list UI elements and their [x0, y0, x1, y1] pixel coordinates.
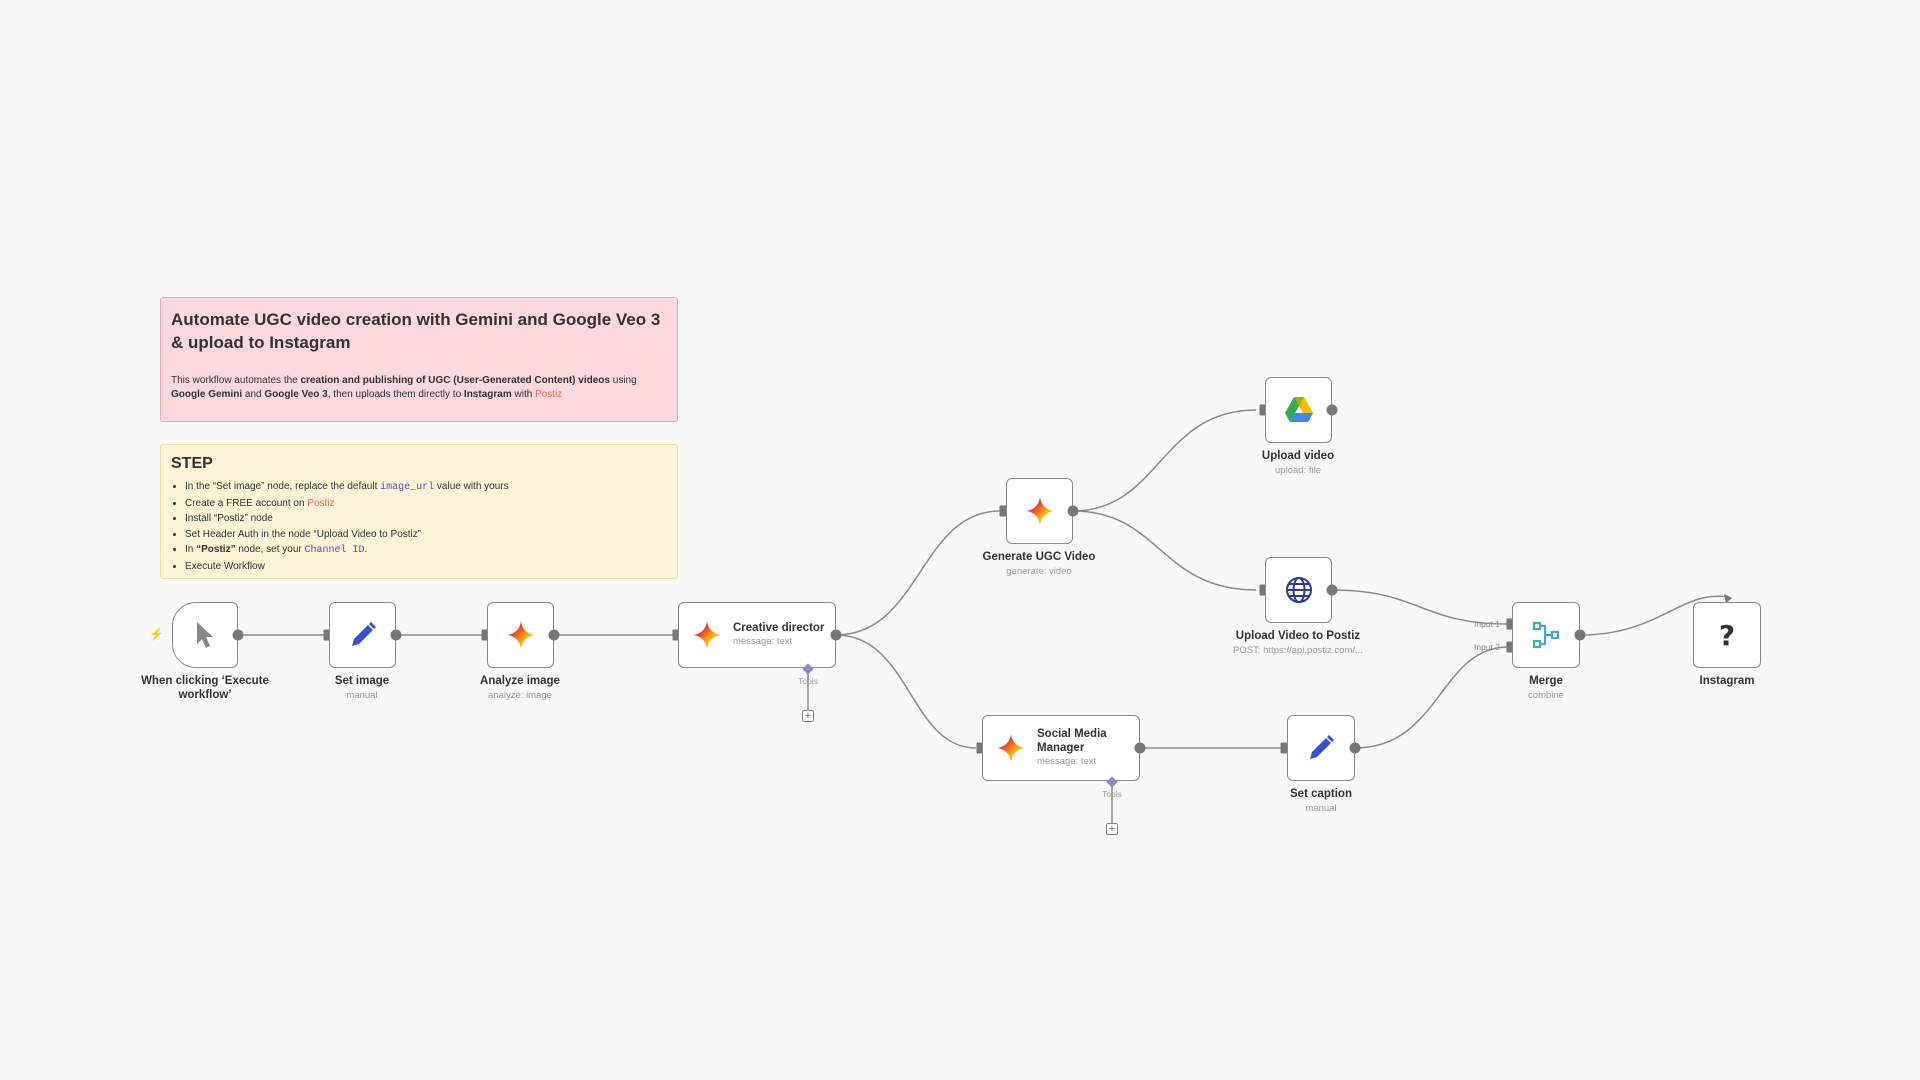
merge-input1-port[interactable] — [1506, 618, 1514, 630]
social-media-tools-label: Tools — [1102, 789, 1122, 799]
google-drive-icon — [1283, 394, 1315, 426]
trigger-bolt-icon: ⚡ — [149, 627, 164, 641]
set-caption-label: Set caption manual — [1290, 788, 1352, 814]
creative-director-tools-label: Tools — [798, 676, 818, 686]
merge-output-port[interactable] — [1574, 629, 1586, 641]
instagram-label: Instagram — [1699, 675, 1755, 687]
sticky-note-steps[interactable]: STEP In the “Set image” node, replace th… — [160, 444, 678, 579]
cursor-icon — [189, 619, 221, 651]
creative-director-subtitle: message: text — [733, 636, 793, 647]
set-image-label: Set image manual — [334, 675, 390, 701]
node-generate-ugc-video[interactable] — [1006, 478, 1073, 544]
merge-icon — [1530, 619, 1562, 651]
merge-input2-port[interactable] — [1506, 641, 1514, 653]
upload-postiz-output-port[interactable] — [1326, 584, 1338, 596]
edge-creative-social — [835, 634, 977, 749]
set-caption-output-port[interactable] — [1349, 742, 1361, 754]
steps-list: In the “Set image” node, replace the def… — [171, 479, 667, 574]
node-social-media-manager[interactable]: Social Media Manager message: text — [982, 715, 1140, 781]
creative-director-add-tool-button[interactable]: + — [802, 710, 814, 722]
upload-video-input-port[interactable] — [1259, 404, 1267, 416]
node-instagram[interactable]: ? — [1693, 602, 1761, 668]
gemini-icon — [505, 619, 537, 651]
analyze-image-output-port[interactable] — [548, 629, 560, 641]
generate-video-input-port[interactable] — [999, 505, 1007, 517]
step-item: Execute Workflow — [185, 559, 667, 575]
analyze-image-label: Analyze image analyze: image — [480, 675, 560, 701]
sticky-note-intro[interactable]: Automate UGC video creation with Gemini … — [160, 297, 678, 422]
node-analyze-image[interactable] — [487, 602, 554, 668]
trigger-output-port[interactable] — [232, 629, 244, 641]
social-media-subtitle: message: text — [1037, 756, 1097, 767]
step-item: In “Postiz” node, set your Channel ID. — [185, 542, 667, 559]
upload-video-label: Upload video upload: file — [1261, 450, 1335, 476]
upload-postiz-input-port[interactable] — [1259, 584, 1267, 596]
steps-title: STEP — [171, 455, 213, 472]
intro-description: This workflow automates the creation and… — [171, 375, 637, 400]
intro-title: Automate UGC video creation with Gemini … — [171, 310, 661, 352]
generate-video-label: Generate UGC Video generate: video — [982, 551, 1096, 577]
social-media-title: Social Media Manager — [1037, 728, 1107, 754]
node-upload-video[interactable] — [1265, 377, 1332, 443]
node-manual-trigger[interactable] — [172, 602, 238, 668]
pencil-icon — [347, 619, 379, 651]
creative-director-input-port[interactable] — [672, 629, 680, 641]
analyze-image-input-port[interactable] — [481, 629, 489, 641]
step-item: Install “Postiz” node — [185, 511, 667, 527]
node-creative-director[interactable]: Creative director message: text — [678, 602, 836, 668]
social-media-output-port[interactable] — [1134, 742, 1146, 754]
upload-postiz-label: Upload Video to Postiz POST: https://api… — [1233, 630, 1363, 656]
globe-icon — [1283, 574, 1315, 606]
merge-input2-label: Input 2 — [1474, 642, 1500, 652]
question-icon: ? — [1718, 618, 1736, 652]
merge-label: Merge combine — [1528, 675, 1564, 701]
step-item: In the “Set image” node, replace the def… — [185, 479, 667, 496]
pencil-icon — [1305, 732, 1337, 764]
creative-director-title: Creative director — [733, 622, 825, 634]
set-image-output-port[interactable] — [390, 629, 402, 641]
creative-director-output-port[interactable] — [830, 629, 842, 641]
gemini-icon — [995, 732, 1027, 764]
step-item: Create a FREE account on Postiz — [185, 496, 667, 512]
social-media-add-tool-button[interactable]: + — [1106, 823, 1118, 835]
postiz-link[interactable]: Postiz — [535, 389, 563, 400]
gemini-icon — [691, 619, 723, 651]
set-image-input-port[interactable] — [323, 629, 331, 641]
generate-video-output-port[interactable] — [1067, 505, 1079, 517]
upload-video-output-port[interactable] — [1326, 404, 1338, 416]
node-upload-video-to-postiz[interactable] — [1265, 557, 1332, 623]
node-set-image[interactable] — [329, 602, 396, 668]
set-caption-input-port[interactable] — [1280, 742, 1288, 754]
step-item: Set Header Auth in the node “Upload Vide… — [185, 527, 667, 543]
node-set-caption[interactable] — [1287, 715, 1355, 781]
node-merge[interactable] — [1512, 602, 1580, 668]
trigger-label: When clicking ‘Execute workflow’ — [141, 675, 269, 701]
merge-input1-label: Input 1 — [1474, 619, 1500, 629]
social-media-input-port[interactable] — [976, 742, 984, 754]
postiz-link[interactable]: Postiz — [307, 497, 335, 509]
gemini-icon — [1024, 495, 1056, 527]
